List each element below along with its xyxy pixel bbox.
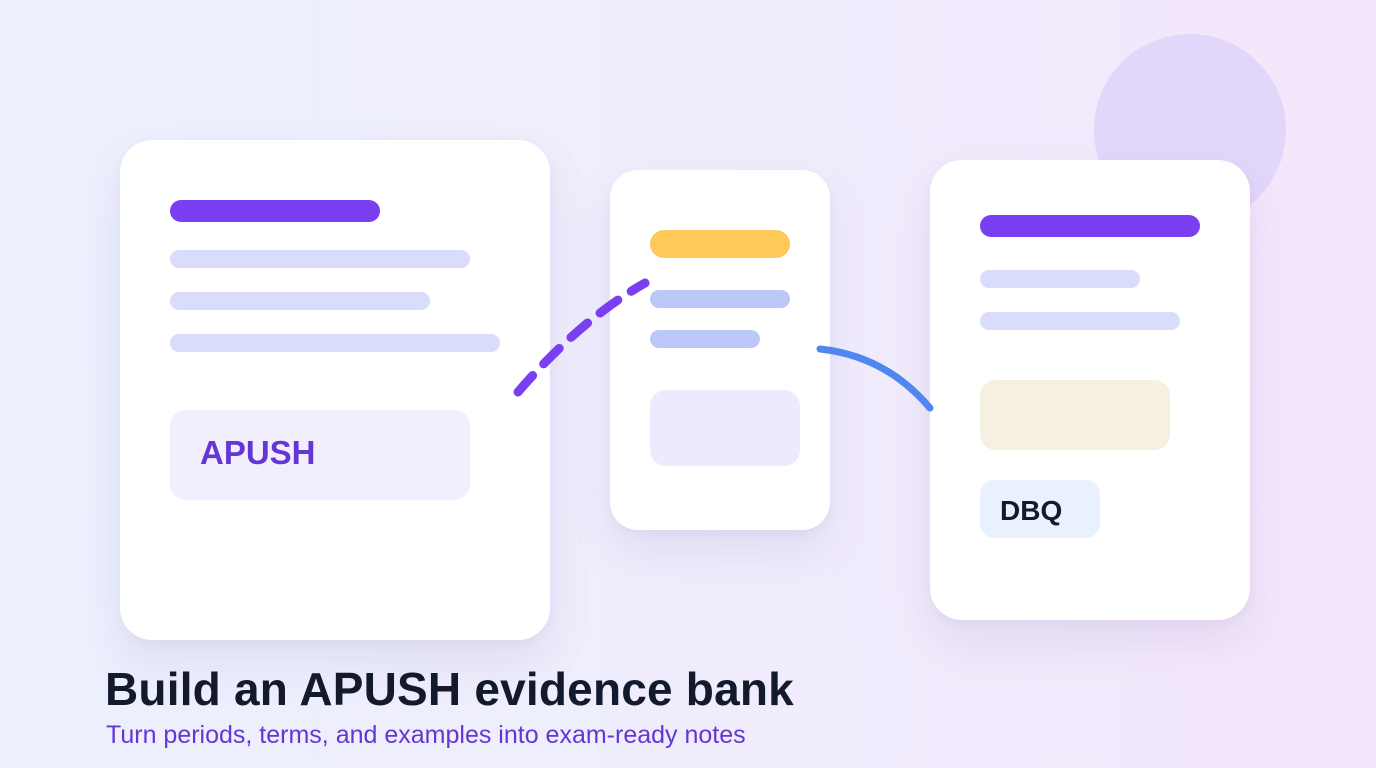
dashed-connector (513, 278, 650, 397)
highlight-bar (650, 230, 790, 258)
text-line-placeholder (170, 292, 430, 310)
notes-card-left: APUSH (120, 140, 550, 640)
text-line-placeholder (650, 330, 760, 348)
text-line-placeholder (980, 312, 1180, 330)
text-line-placeholder (980, 270, 1140, 288)
card-heading-bar (980, 215, 1200, 237)
apush-tag-box: APUSH (170, 410, 470, 500)
hero-title: Build an APUSH evidence bank (105, 663, 794, 715)
hero-subtitle: Turn periods, terms, and examples into e… (106, 721, 746, 749)
card-heading-bar (170, 200, 380, 222)
dbq-tag-label: DBQ (1000, 495, 1063, 526)
notes-card-right: DBQ (930, 160, 1250, 620)
text-line-placeholder (170, 250, 470, 268)
apush-tag-label: APUSH (200, 434, 316, 471)
dbq-tag-box: DBQ (980, 480, 1100, 538)
text-line-placeholder (170, 334, 500, 352)
curved-connector (816, 345, 934, 412)
text-line-placeholder (650, 290, 790, 308)
notes-card-middle (610, 170, 830, 530)
content-block-placeholder (980, 380, 1170, 450)
content-block-placeholder (650, 390, 800, 466)
